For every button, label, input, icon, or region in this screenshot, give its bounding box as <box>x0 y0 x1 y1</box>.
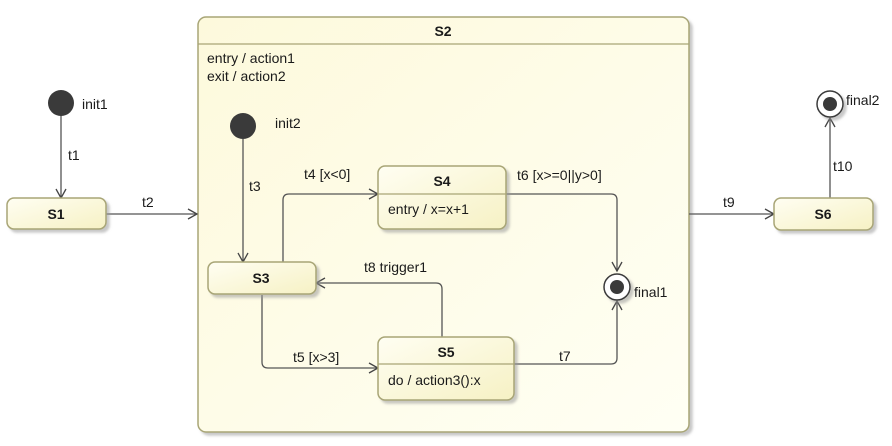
state-s1[interactable]: S1 <box>6 197 107 230</box>
initial-init1[interactable]: init1 <box>48 90 108 116</box>
state-s2-name: S2 <box>434 23 451 39</box>
transition-t2[interactable]: t2 <box>106 194 199 220</box>
initial-node-icon <box>48 90 74 116</box>
transition-t7[interactable]: t7 <box>514 299 623 365</box>
initial-node-icon <box>230 113 256 139</box>
state-s3-name: S3 <box>252 270 269 286</box>
transition-t5[interactable]: t5 [x>3] <box>261 295 380 374</box>
transition-t8-label: t8 trigger1 <box>364 259 427 275</box>
initial-init2-label: init2 <box>275 115 301 131</box>
transition-t10-label: t10 <box>833 158 853 174</box>
transition-t9[interactable]: t9 <box>689 194 776 220</box>
state-s4-behavior: entry / x=x+1 <box>388 201 469 217</box>
initial-init2[interactable]: init2 <box>230 113 301 139</box>
state-s6[interactable]: S6 <box>773 197 874 231</box>
transition-t9-label: t9 <box>723 194 735 210</box>
final-final1[interactable]: final1 <box>603 273 668 301</box>
transition-t3-label: t3 <box>249 178 261 194</box>
transition-t8[interactable]: t8 trigger1 <box>314 259 443 337</box>
transition-t5-label: t5 [x>3] <box>293 349 339 365</box>
state-s6-name: S6 <box>814 206 831 222</box>
state-s1-name: S1 <box>47 206 64 222</box>
transition-t10[interactable]: t10 <box>824 116 853 198</box>
state-s4-name: S4 <box>433 173 450 189</box>
final-final1-label: final1 <box>634 284 668 300</box>
state-s5[interactable]: S5 do / action3():x <box>377 336 515 401</box>
transition-t7-label: t7 <box>559 348 571 364</box>
transition-t1-label: t1 <box>68 147 80 163</box>
initial-init1-label: init1 <box>82 96 108 112</box>
transition-t4-label: t4 [x<0] <box>304 166 350 182</box>
state-s2-entry: entry / action1 <box>207 50 295 66</box>
final-final2[interactable]: final2 <box>816 90 880 118</box>
state-s5-name: S5 <box>437 344 454 360</box>
final-final2-label: final2 <box>846 92 880 108</box>
transition-t2-label: t2 <box>142 194 154 210</box>
state-s2-exit: exit / action2 <box>207 68 286 84</box>
state-s4[interactable]: S4 entry / x=x+1 <box>377 165 507 230</box>
transition-t1[interactable]: t1 <box>55 115 80 200</box>
transition-t6-label: t6 [x>=0||y>0] <box>517 167 602 183</box>
state-s3[interactable]: S3 <box>207 261 317 295</box>
state-s5-behavior: do / action3():x <box>388 372 481 388</box>
transition-t6[interactable]: t6 [x>=0||y>0] <box>506 167 623 273</box>
